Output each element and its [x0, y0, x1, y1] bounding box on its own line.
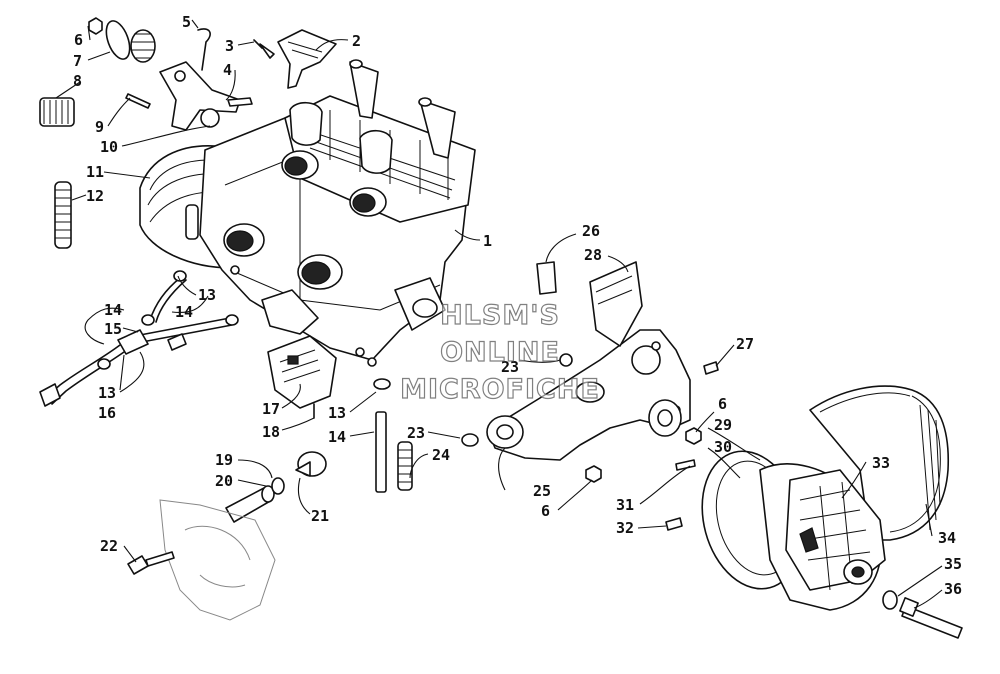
callout-6: 6	[718, 395, 727, 413]
pins-and-bolts	[127, 353, 573, 621]
watermark: HLSM'S ONLINE MICROFICHE	[399, 299, 600, 405]
callout-36: 36	[944, 580, 962, 598]
callout-14: 14	[175, 303, 193, 321]
callout-13: 13	[328, 404, 346, 422]
callout-8: 8	[73, 72, 82, 90]
callout-7: 7	[73, 52, 82, 70]
callout-1: 1	[483, 232, 492, 250]
callout-10: 10	[100, 138, 118, 156]
callout-25: 25	[533, 482, 551, 500]
callout-5: 5	[182, 13, 191, 31]
callout-27: 27	[736, 335, 754, 353]
callout-12: 12	[86, 187, 104, 205]
callout-35: 35	[944, 555, 962, 573]
oil-pump-parts	[39, 17, 337, 131]
callout-32: 32	[616, 519, 634, 537]
fuel-lines	[39, 270, 239, 407]
watermark-line-1: HLSM'S	[440, 300, 560, 331]
callout-13: 13	[198, 286, 216, 304]
callout-19: 19	[215, 451, 233, 469]
callout-24: 24	[432, 446, 450, 464]
callout-33: 33	[872, 454, 890, 472]
callout-16: 16	[98, 404, 116, 422]
callout-4: 4	[223, 61, 232, 79]
callout-11: 11	[86, 163, 104, 181]
watermark-line-2: ONLINE	[440, 337, 560, 368]
callout-17: 17	[262, 400, 280, 418]
callout-14: 14	[328, 428, 346, 446]
callout-6: 6	[541, 502, 550, 520]
callout-13: 13	[98, 384, 116, 402]
callout-2: 2	[352, 32, 361, 50]
callout-23: 23	[501, 358, 519, 376]
callout-labels: 1 2 3 4 5 6 7 8 9 10 11 12 13 14 14 15 1…	[73, 13, 962, 598]
callout-29: 29	[714, 416, 732, 434]
leader-lines	[55, 19, 943, 609]
callout-26: 26	[582, 222, 600, 240]
callout-18: 18	[262, 423, 280, 441]
fuel-pump	[261, 289, 337, 419]
callout-14: 14	[104, 301, 122, 319]
callout-22: 22	[100, 537, 118, 555]
callout-30: 30	[714, 438, 732, 456]
callout-31: 31	[616, 496, 634, 514]
drive-mount-plate	[486, 261, 719, 483]
spring-12	[54, 181, 72, 249]
callout-28: 28	[584, 246, 602, 264]
callout-20: 20	[215, 472, 233, 490]
callout-21: 21	[311, 507, 329, 525]
watermark-line-3: MICROFICHE	[400, 374, 600, 405]
callout-6: 6	[74, 31, 83, 49]
callout-9: 9	[95, 118, 104, 136]
callout-34: 34	[938, 529, 956, 547]
drive-clutch-and-belt	[665, 385, 963, 639]
callout-3: 3	[225, 37, 234, 55]
callout-15: 15	[104, 320, 122, 338]
callout-23: 23	[407, 424, 425, 442]
